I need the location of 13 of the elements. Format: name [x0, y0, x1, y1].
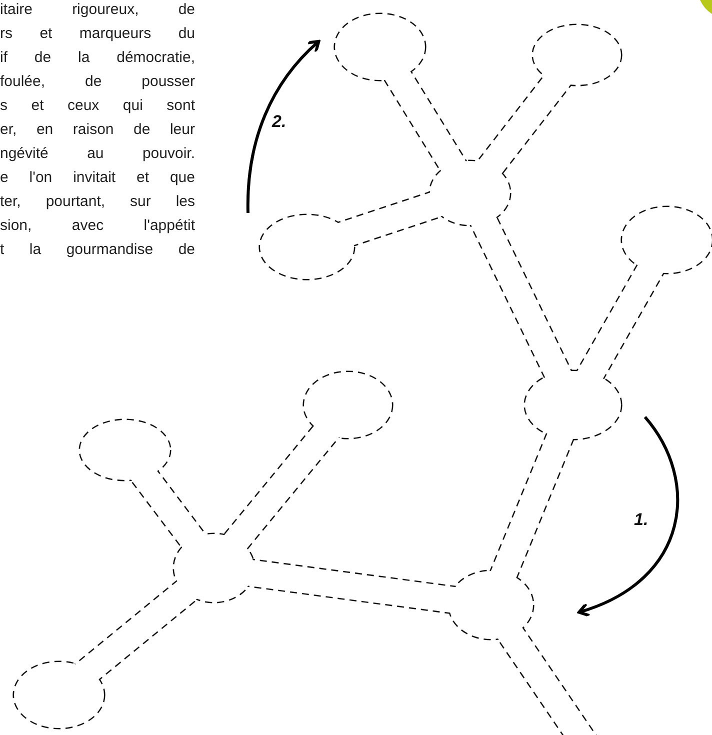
paragraph-text-line: ngévité au pouvoir. — [0, 145, 195, 163]
paragraph-text-line: t la gourmandise de — [0, 241, 195, 259]
paragraph-text-line: ter, pourtant, sur les — [0, 193, 195, 211]
step-number: 1. — [634, 510, 648, 530]
step-number: 2. — [272, 112, 286, 132]
paragraph-text-line: e l'on invitait et que — [0, 169, 195, 187]
paragraph-text-line: rs et marqueurs du — [0, 25, 195, 43]
paragraph-text-line: itaire rigoureux, de — [0, 1, 195, 19]
paragraph-text-line: er, en raison de leur — [0, 121, 195, 139]
paragraph-text-line: sion, avec l'appétit — [0, 217, 195, 235]
paragraph-text-line: foulée, de pousser — [0, 73, 195, 91]
paragraph-text-line: if de la démocratie, — [0, 49, 195, 67]
paragraph-text-line: s et ceux qui sont — [0, 97, 195, 115]
